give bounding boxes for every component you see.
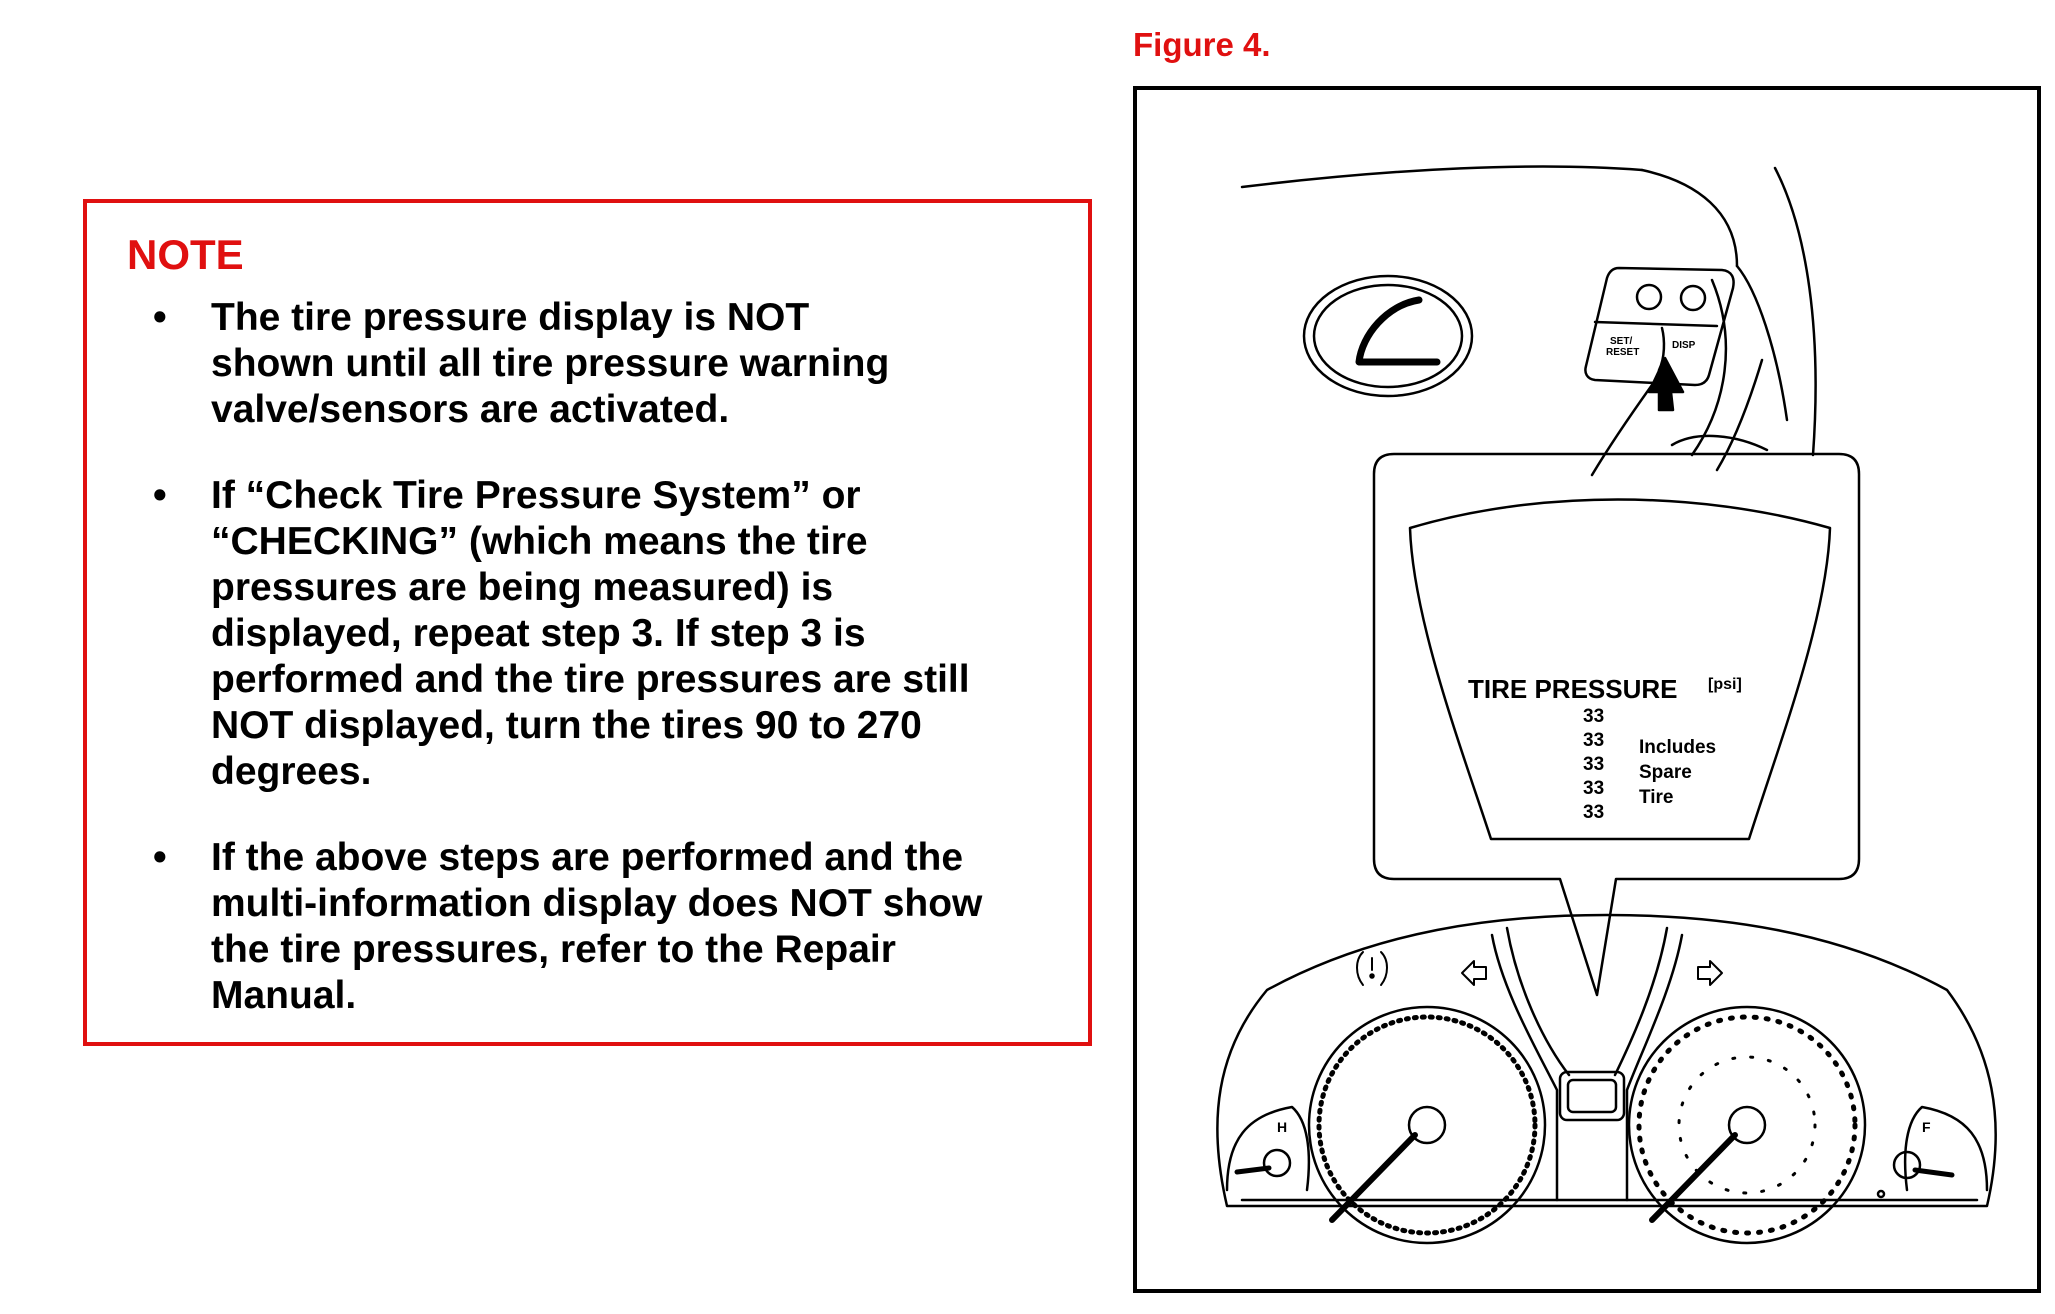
cluster-divider: [1490, 933, 1559, 1202]
bullet-text-line: the tire pressures, refer to the Repair: [211, 928, 896, 971]
bullet-text-line: The tire pressure display is NOT: [211, 296, 810, 339]
bullet-text-line: If “Check Tire Pressure System” or: [211, 474, 861, 517]
speedometer-scale: [1636, 1014, 1858, 1236]
display-screen: [1408, 498, 1832, 841]
bullet-text-line: If the above steps are performed and the: [211, 836, 964, 879]
steering-spoke: [1690, 278, 1728, 457]
bullet-text-line: shown until all tire pressure warning: [211, 342, 890, 385]
note-box: NOTE • The tire pressure display is NOT …: [83, 199, 1092, 1046]
tire-pressure-heading: TIRE PRESSURE: [1468, 674, 1678, 704]
switch-button-icon: [1635, 283, 1663, 311]
turn-right-arrow-icon: [1697, 960, 1723, 986]
cluster-divider: [1613, 926, 1669, 1077]
tire-pressure-value: 33: [1583, 802, 1604, 823]
gauge-needle: [1649, 1132, 1738, 1223]
tachometer-scale: [1316, 1014, 1538, 1236]
fuel-full-label: F: [1922, 1119, 1931, 1135]
figure-illustration: SET/ RESET DISP TIRE PRESSURE [psi] 33 3…: [1216, 165, 1997, 1245]
bullet-text-line: multi-information display does NOT show: [211, 882, 983, 925]
bullet-icon: •: [153, 474, 167, 517]
gauge-hub-icon: [1892, 1150, 1922, 1180]
set-reset-label-line2: RESET: [1606, 347, 1639, 358]
lexus-logo-icon: [1302, 274, 1474, 398]
steering-wheel-rim: [1240, 165, 1644, 189]
bullet-text-line: displayed, repeat step 3. If step 3 is: [211, 612, 866, 655]
tpms-warning-icon: [1356, 951, 1388, 986]
turn-left-arrow-icon: [1461, 960, 1487, 986]
figure-label: Figure 4.: [1133, 26, 1271, 63]
bullet-text-line: “CHECKING” (which means the tire: [211, 520, 868, 563]
bullet-text-line: valve/sensors are activated.: [211, 388, 730, 431]
disp-label: DISP: [1672, 340, 1696, 351]
indicator-dot: [1876, 1189, 1886, 1199]
speedometer-gauge: [1627, 1005, 1867, 1245]
cluster-divider: [1505, 926, 1571, 1077]
gauge-hub-icon: [1407, 1105, 1447, 1145]
bullet-text-line: degrees.: [211, 750, 372, 793]
speedometer-inner-scale: [1677, 1055, 1817, 1195]
fuel-gauge: [1903, 1105, 1989, 1192]
tire-pressure-value: 33: [1583, 754, 1604, 775]
steering-spoke: [1670, 434, 1769, 452]
switch-divider: [1593, 320, 1719, 328]
note-bullet: • If “Check Tire Pressure System” or “CH…: [127, 473, 1067, 795]
gauge-needle: [1912, 1167, 1955, 1178]
tire-pressure-value: 33: [1583, 706, 1604, 727]
bullet-icon: •: [153, 836, 167, 879]
temp-hot-label: H: [1277, 1119, 1287, 1135]
steering-switch-pad: SET/ RESET DISP: [1584, 266, 1735, 387]
bullet-text-line: pressures are being measured) is: [211, 566, 834, 609]
pressure-unit: [psi]: [1708, 676, 1742, 693]
center-display-frame: [1558, 1070, 1626, 1122]
gauge-hub-icon: [1727, 1105, 1767, 1145]
includes-spare-note: Includes: [1639, 737, 1716, 758]
bullet-icon: •: [153, 296, 167, 339]
center-display-icon: [1566, 1078, 1618, 1114]
includes-spare-note: Tire: [1639, 787, 1674, 808]
callout-bubble: [1372, 452, 1861, 997]
steering-spoke: [1590, 383, 1654, 477]
steering-wheel-rim: [1773, 166, 1817, 457]
figure-frame: SET/ RESET DISP TIRE PRESSURE [psi] 33 3…: [1133, 86, 2041, 1293]
gauge-needle: [1329, 1132, 1418, 1223]
cluster-divider: [1625, 933, 1684, 1202]
tachometer-gauge: [1307, 1005, 1547, 1245]
bullet-text-line: Manual.: [211, 974, 357, 1017]
tire-pressure-value: 33: [1583, 778, 1604, 799]
switch-button-icon: [1679, 284, 1707, 312]
bullet-text-line: NOT displayed, turn the tires 90 to 270: [211, 704, 922, 747]
arrow-up-icon: [1647, 356, 1685, 412]
gauge-hub-icon: [1262, 1148, 1292, 1178]
note-bullet-list: • The tire pressure display is NOT shown…: [127, 295, 1067, 1059]
steering-wheel-rim: [1640, 168, 1739, 268]
note-bullet: • The tire pressure display is NOT shown…: [127, 295, 1067, 433]
temperature-gauge: [1225, 1105, 1311, 1192]
bullet-text-line: performed and the tire pressures are sti…: [211, 658, 970, 701]
includes-spare-note: Spare: [1639, 762, 1692, 783]
note-bullet: • If the above steps are performed and t…: [127, 835, 1067, 1019]
gauge-needle: [1234, 1165, 1272, 1175]
steering-spoke: [1715, 358, 1764, 472]
instrument-cluster: H F: [1216, 913, 1997, 1245]
tire-pressure-value: 33: [1583, 730, 1604, 751]
steering-wheel-rim: [1735, 264, 1789, 422]
set-reset-label-line1: SET/: [1610, 336, 1632, 347]
note-title: NOTE: [127, 231, 244, 278]
